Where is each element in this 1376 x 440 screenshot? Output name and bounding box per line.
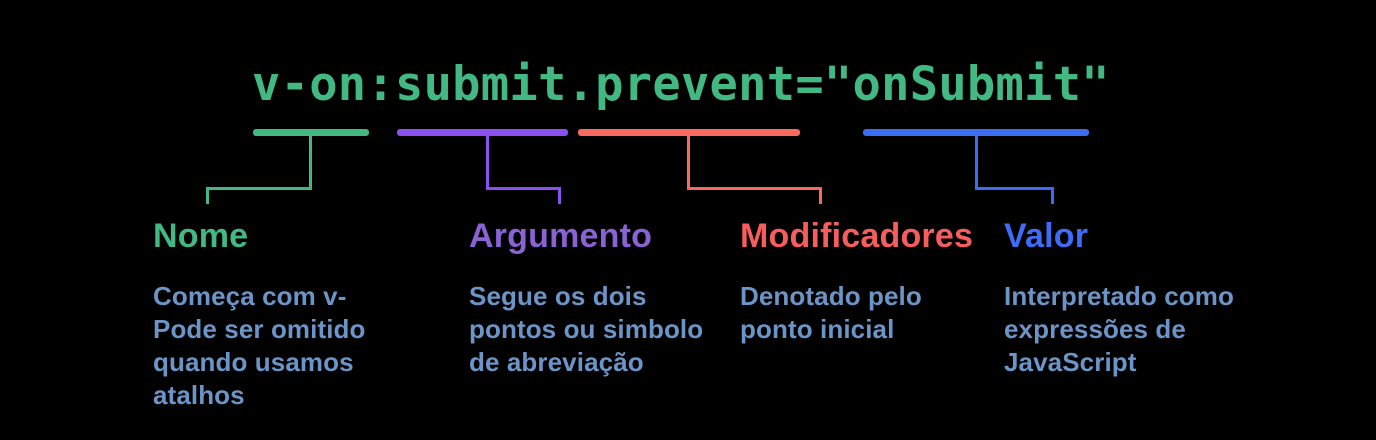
underline-modifiers xyxy=(578,129,800,136)
connector-name-drop xyxy=(206,187,209,204)
description-argumento: Segue os dois pontos ou simbolo de abrev… xyxy=(469,281,704,377)
column-modifiers: Modificadores Denotado pelo ponto inicia… xyxy=(740,216,990,346)
connector-name-vertical xyxy=(309,134,312,190)
label-valor: Valor xyxy=(1004,217,1089,255)
connector-argument-elbow xyxy=(486,187,561,190)
description-valor: Interpretado como expressões de JavaScri… xyxy=(1004,281,1234,377)
description-modificadores: Denotado pelo ponto inicial xyxy=(740,281,922,344)
column-argument: Argumento Segue os dois pontos ou simbol… xyxy=(469,216,719,379)
directive-code-text: v-on:submit.prevent="onSubmit" xyxy=(252,57,1110,112)
underline-argument xyxy=(397,129,568,136)
connector-argument-drop xyxy=(558,187,561,204)
label-modificadores: Modificadores xyxy=(740,217,974,255)
connector-modifiers-elbow xyxy=(687,187,822,190)
column-value: Valor Interpretado como expressões de Ja… xyxy=(1004,216,1254,379)
connector-value-vertical xyxy=(975,134,978,190)
label-nome: Nome xyxy=(153,217,249,255)
connector-name-elbow xyxy=(206,187,312,190)
connector-value-drop xyxy=(1051,187,1054,204)
underline-value xyxy=(863,129,1089,136)
connector-value-elbow xyxy=(975,187,1054,190)
connector-modifiers-vertical xyxy=(687,134,690,190)
column-name: Nome Começa com v- Pode ser omitido quan… xyxy=(153,216,403,412)
connector-modifiers-drop xyxy=(819,187,822,204)
connector-argument-vertical xyxy=(486,134,489,190)
label-argumento: Argumento xyxy=(469,217,653,255)
description-nome: Começa com v- Pode ser omitido quando us… xyxy=(153,281,366,410)
underline-name xyxy=(253,129,369,136)
